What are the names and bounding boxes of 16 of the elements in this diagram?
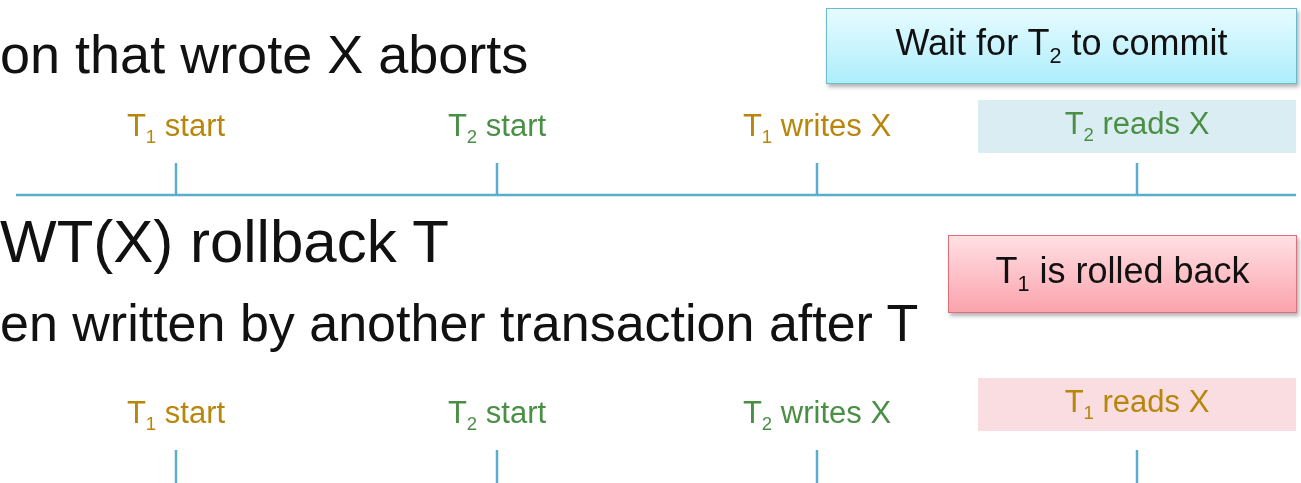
highlighted-event bbox=[978, 100, 1296, 153]
event-label: T$_{2}$ start bbox=[446, 397, 548, 434]
event-label: T$_{2}$ writes X bbox=[741, 397, 893, 434]
event-label: T$_{2}$ reads X bbox=[1064, 108, 1210, 145]
callout-box bbox=[826, 8, 1297, 84]
slide-text: on that wrote X aborts bbox=[0, 27, 529, 81]
slide-text: WT(X) rollback T bbox=[0, 212, 449, 272]
event-label: T$_{2}$ start bbox=[446, 110, 548, 147]
highlighted-event bbox=[978, 378, 1296, 431]
callout-box bbox=[948, 235, 1297, 313]
event-label: T$_{1}$ start bbox=[125, 110, 227, 147]
callout-text: Wait for T$_{2}$ to commit bbox=[895, 25, 1228, 67]
event-label: T$_{1}$ start bbox=[125, 397, 227, 434]
callout-text: T$_{1}$ is rolled back bbox=[995, 253, 1250, 295]
event-label: T$_{1}$ writes X bbox=[741, 110, 893, 147]
event-label: T$_{1}$ reads X bbox=[1064, 386, 1210, 423]
